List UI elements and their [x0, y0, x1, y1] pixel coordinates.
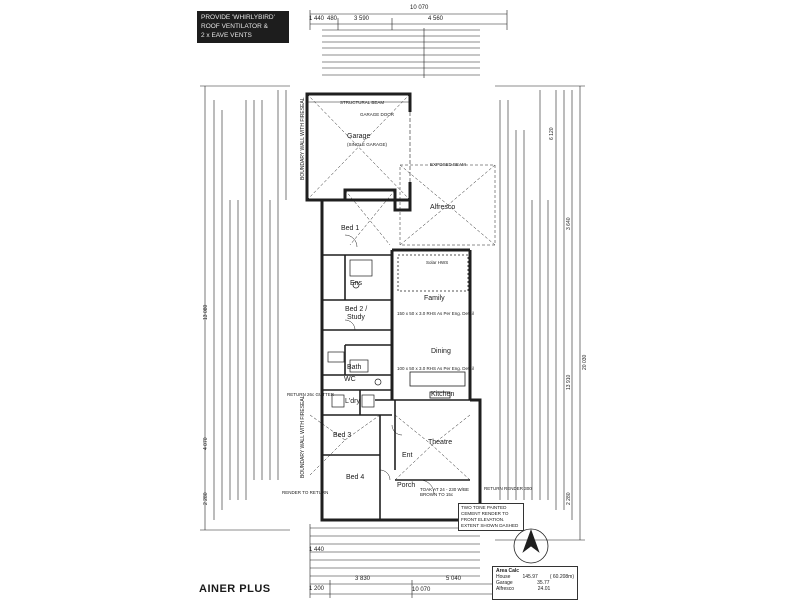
area-calc-table: Area Calc House 145.97 ( 60.208m) Garage… [492, 566, 578, 600]
area-row-garage: Garage 35.77 [496, 580, 574, 586]
area-row-value: 35.77 [537, 580, 550, 586]
area-row-house: House 145.97 ( 60.208m) [496, 574, 574, 580]
roof-ventilator-banner: PROVIDE 'WHIRLYBIRD' ROOF VENTILATOR & 2… [197, 11, 289, 43]
return-render-label: RETURN RENDER 300 [484, 486, 532, 491]
dim-bottom-1: 1 200 [309, 586, 325, 592]
banner-line-1: PROVIDE 'WHIRLYBIRD' [201, 14, 275, 21]
room-alfresco: Alfresco [430, 204, 456, 211]
garage-door-label: GARAGE DOOR [360, 112, 395, 117]
room-garage: Garage [347, 133, 371, 140]
return-gutter-top-label: RETURN 26c GUTTER [287, 392, 335, 397]
dim-top-overall: 10 070 [410, 5, 429, 11]
room-dining: Dining [431, 348, 451, 355]
dim-bottom-overall: 10 070 [412, 587, 431, 593]
garage-note: (SINGLE GARAGE) [347, 142, 388, 147]
two-tone-render-note: TWO TONE PAINTED CEMENT RENDER TO FRONT … [458, 503, 524, 531]
kitchen-fixtures [397, 254, 469, 399]
right-dimension-lines [495, 85, 585, 541]
dim-right-4: 6 120 [549, 127, 555, 140]
room-bed-2: Bed 2 / [345, 306, 368, 313]
door-swings [344, 234, 435, 495]
room-bed-1: Bed 1 [341, 225, 360, 232]
banner-line-2: ROOF VENTILATOR & [201, 23, 268, 30]
room-family: Family [424, 295, 445, 302]
area-row-name: House [496, 574, 511, 580]
room-porch: Porch [397, 482, 416, 489]
front-roof [309, 189, 471, 481]
dim-right-1: 13 910 [566, 374, 572, 390]
structural-beam-label: STRUCTURAL BEAM [340, 100, 385, 105]
dim-top-3: 3 590 [354, 16, 370, 22]
exposed-beam-label: EXPOSED BEAM [430, 162, 466, 167]
top-dimension-lines [309, 10, 508, 78]
area-row-name: Alfresco [496, 586, 515, 592]
boundary-wall-bottom-label: BOUNDARY WALL WITH FIRESEAL [300, 395, 306, 478]
dim-bottom-2: 3 830 [355, 576, 371, 582]
dim-left-overall: 13 080 [203, 304, 209, 320]
room-theatre: Theatre [428, 439, 453, 446]
room-study: Study [347, 314, 365, 321]
dim-top-4: 4 560 [428, 16, 444, 22]
area-row-value: 145.97 [522, 574, 538, 580]
lintel-2-label: 100 x 50 x 3.0 RHS As Per Eng. Detail [397, 366, 474, 371]
internal-walls [322, 254, 470, 520]
area-row-name: Garage [496, 580, 513, 586]
bath-fixtures [327, 259, 382, 408]
room-laundry: L'dry [345, 398, 360, 405]
area-row-value: 24.01 [537, 586, 551, 592]
dim-left-2: 2 280 [203, 492, 209, 505]
dim-bottom-3: 5 040 [446, 576, 462, 582]
area-calc-title: Area Calc [496, 568, 520, 574]
area-extra: ( 60.208m) [549, 574, 574, 580]
banner-line-3: 2 x EAVE VENTS [201, 32, 252, 39]
dim-left-1: 4 070 [203, 437, 209, 450]
room-wc: WC [344, 376, 356, 383]
boundary-wall-top-label: BOUNDARY WALL WITH FIRESEAL [300, 97, 306, 180]
room-kitchen: Kitchen [431, 391, 455, 398]
room-bed-4: Bed 4 [346, 474, 365, 481]
solar-hws-label: Solar HWS [426, 260, 449, 265]
bottom-dimension-lines [309, 524, 508, 598]
north-arrow-icon [513, 528, 549, 564]
dim-right-2: 3 640 [566, 217, 572, 230]
wide-entry-label: TOAK AT 24 - 230 W/BE BROWN TO 15c [420, 487, 470, 497]
garage-outline [305, 92, 412, 202]
left-dimension-lines [200, 85, 290, 531]
alfresco-roof [399, 164, 496, 246]
area-row-alfresco: Alfresco 24.01 [496, 586, 574, 592]
room-bed-3: Bed 3 [333, 432, 352, 439]
room-entry: Ent [402, 452, 413, 459]
room-bath: Bath [347, 364, 362, 371]
dim-right-overall: 20 030 [582, 354, 588, 370]
dim-right-3: 2 280 [566, 492, 572, 505]
dim-top-1: 1 440 [309, 16, 325, 22]
dim-bottom-left: 1 440 [309, 547, 325, 553]
lintel-1-label: 150 x 50 x 3.0 RHS As Per Eng. Detail [397, 311, 474, 316]
room-ensuite: Ens [350, 280, 363, 287]
render-to-return-label: RENDER TO RETURN [282, 490, 329, 495]
dim-top-2: 480 [327, 16, 338, 22]
brand-name: AINER PLUS [199, 583, 271, 595]
